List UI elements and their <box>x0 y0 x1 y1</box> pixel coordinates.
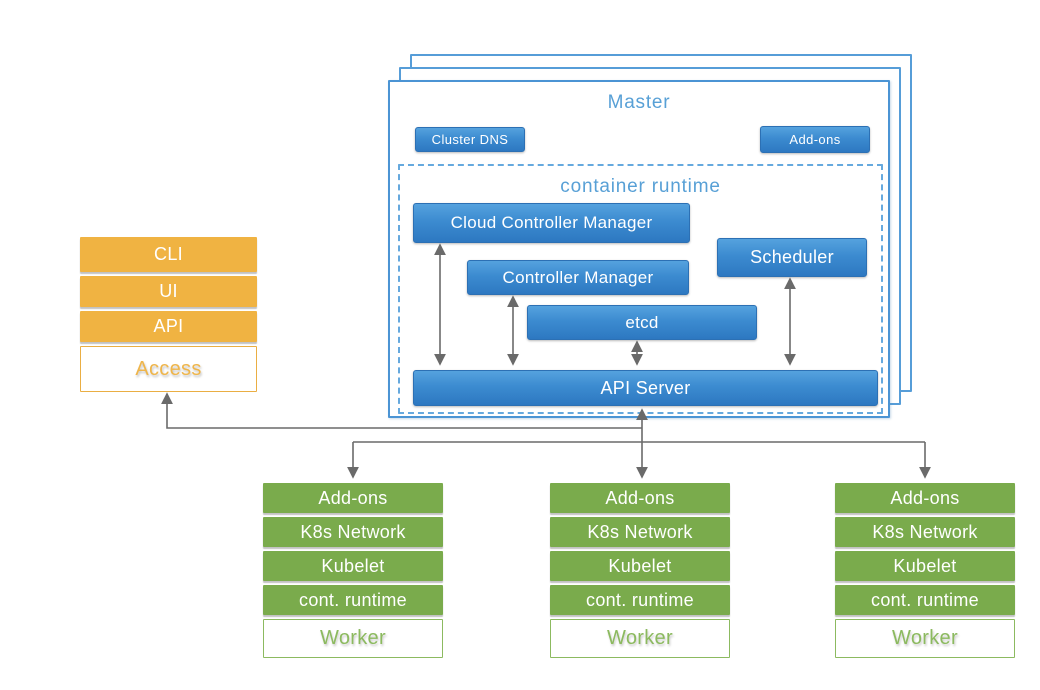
worker-row-cont-runtime: cont. runtime <box>550 585 730 615</box>
worker-row-k8s-network: K8s Network <box>835 517 1015 547</box>
worker-row-cont-runtime: cont. runtime <box>835 585 1015 615</box>
worker-row-kubelet: Kubelet <box>835 551 1015 581</box>
cloud-controller-manager-box: Cloud Controller Manager <box>413 203 690 243</box>
controller-manager-box: Controller Manager <box>467 260 689 295</box>
access-item-api: API <box>80 311 257 342</box>
access-item-cli: CLI <box>80 237 257 272</box>
api-server-box: API Server <box>413 370 878 406</box>
master-title: Master <box>607 92 671 113</box>
worker-row-k8s-network: K8s Network <box>550 517 730 547</box>
worker-label-box: Worker <box>835 619 1015 658</box>
worker-row-cont-runtime: cont. runtime <box>263 585 443 615</box>
worker-row-addons: Add-ons <box>263 483 443 513</box>
worker-node-1: Add-ons K8s Network Kubelet cont. runtim… <box>263 483 443 658</box>
access-item-ui: UI <box>80 276 257 307</box>
worker-row-addons: Add-ons <box>835 483 1015 513</box>
master-panel: Master Cluster DNS Add-ons container run… <box>388 80 890 418</box>
worker-row-kubelet: Kubelet <box>263 551 443 581</box>
worker-label-box: Worker <box>263 619 443 658</box>
worker-row-addons: Add-ons <box>550 483 730 513</box>
worker-row-k8s-network: K8s Network <box>263 517 443 547</box>
worker-label-box: Worker <box>550 619 730 658</box>
worker-node-3: Add-ons K8s Network Kubelet cont. runtim… <box>835 483 1015 658</box>
cluster-dns-box: Cluster DNS <box>415 127 525 152</box>
worker-row-kubelet: Kubelet <box>550 551 730 581</box>
access-label-box: Access <box>80 346 257 392</box>
master-addons-box: Add-ons <box>760 126 870 153</box>
access-stack: CLI UI API Access <box>80 237 257 392</box>
scheduler-box: Scheduler <box>717 238 867 277</box>
worker-node-2: Add-ons K8s Network Kubelet cont. runtim… <box>550 483 730 658</box>
container-runtime-title: container runtime <box>560 176 721 197</box>
etcd-box: etcd <box>527 305 757 340</box>
